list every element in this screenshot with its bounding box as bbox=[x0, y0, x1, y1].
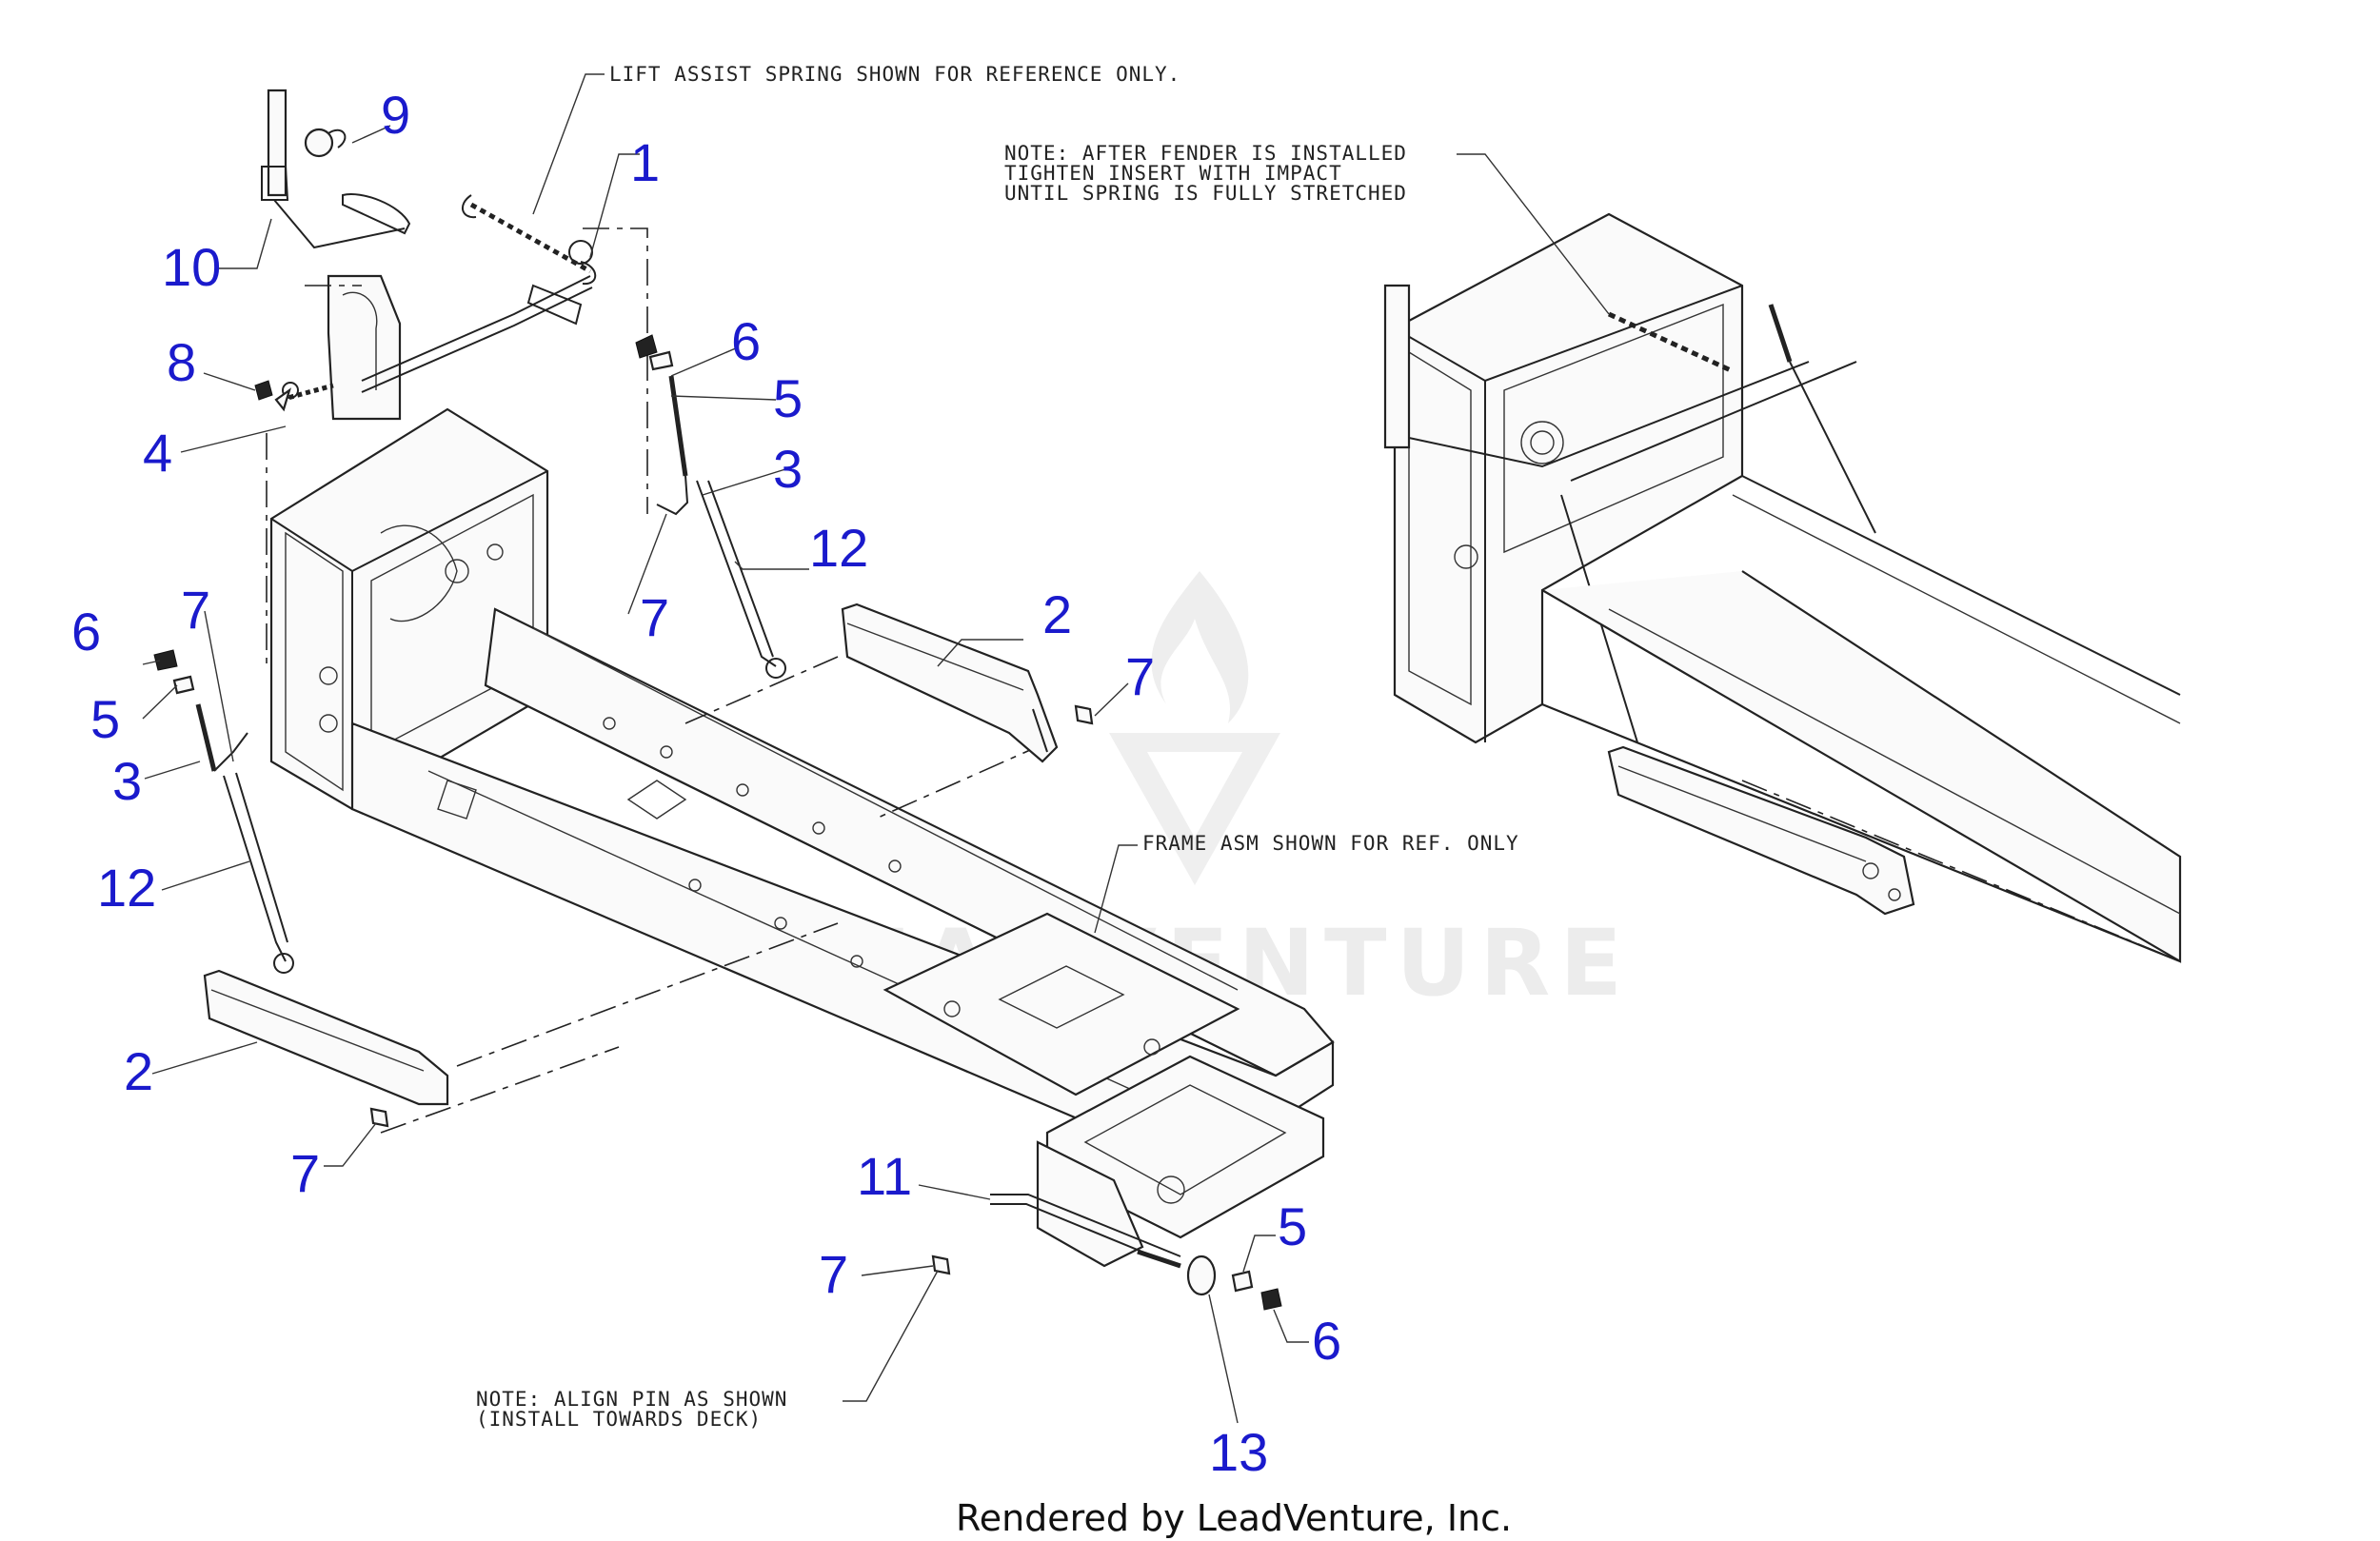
callout-7-right: 7 bbox=[1125, 646, 1155, 706]
note-align-line1: NOTE: ALIGN PIN AS SHOWN bbox=[476, 1388, 787, 1411]
callout-6-left: 6 bbox=[71, 602, 101, 662]
callout-10: 10 bbox=[162, 237, 221, 297]
callout-7-bottom: 7 bbox=[819, 1244, 848, 1304]
callout-4: 4 bbox=[143, 423, 172, 483]
note-align-line2: (INSTALL TOWARDS DECK) bbox=[476, 1408, 762, 1431]
inset-view bbox=[1383, 212, 2182, 963]
assembly-lines-left bbox=[266, 227, 1048, 1134]
callout-2-right: 2 bbox=[1042, 584, 1072, 644]
callout-11: 11 bbox=[857, 1146, 912, 1206]
lift-link-top bbox=[635, 334, 786, 679]
lift-arm-assembly bbox=[254, 89, 597, 421]
watermark-v-icon bbox=[1109, 733, 1280, 885]
callout-12-top: 12 bbox=[809, 518, 868, 578]
callout-7-left: 7 bbox=[181, 580, 210, 640]
callout-5-left: 5 bbox=[90, 689, 120, 749]
channel-right bbox=[841, 603, 1094, 763]
leader-lines bbox=[142, 73, 1610, 1424]
callout-1: 1 bbox=[630, 132, 660, 192]
frame-assembly bbox=[269, 407, 1335, 1268]
callout-9: 9 bbox=[381, 85, 410, 145]
callout-3-top: 3 bbox=[773, 439, 803, 499]
front-rod-assembly bbox=[931, 1194, 1282, 1311]
channel-left bbox=[203, 969, 449, 1128]
callout-6-bottom: 6 bbox=[1312, 1311, 1341, 1371]
callout-3-left: 3 bbox=[112, 751, 142, 811]
callout-7-bottom-left: 7 bbox=[290, 1143, 320, 1203]
note-fender-line2: TIGHTEN INSERT WITH IMPACT bbox=[1004, 162, 1342, 185]
callout-6-top: 6 bbox=[731, 311, 761, 371]
notes: LIFT ASSIST SPRING SHOWN FOR REFERENCE O… bbox=[476, 63, 1519, 1431]
note-fender-line3: UNTIL SPRING IS FULLY STRETCHED bbox=[1004, 182, 1407, 205]
note-lift-assist: LIFT ASSIST SPRING SHOWN FOR REFERENCE O… bbox=[609, 63, 1180, 86]
callout-2-left: 2 bbox=[124, 1041, 153, 1101]
note-frame: FRAME ASM SHOWN FOR REF. ONLY bbox=[1142, 832, 1519, 855]
callout-5-bottom: 5 bbox=[1278, 1196, 1307, 1256]
callout-12-left: 12 bbox=[97, 858, 156, 918]
callout-8: 8 bbox=[167, 332, 196, 392]
note-fender-line1: NOTE: AFTER FENDER IS INSTALLED bbox=[1004, 142, 1407, 165]
callouts: 1 9 10 8 4 6 5 3 12 7 2 7 6 7 5 3 12 2 7… bbox=[71, 85, 1341, 1482]
callout-13: 13 bbox=[1209, 1422, 1268, 1482]
footer-credit: Rendered by LeadVenture, Inc. bbox=[956, 1497, 1512, 1539]
watermark-flame-icon bbox=[1151, 571, 1249, 723]
callout-7-top: 7 bbox=[640, 587, 669, 647]
lift-link-left bbox=[153, 649, 294, 974]
callout-5-top: 5 bbox=[773, 368, 803, 428]
